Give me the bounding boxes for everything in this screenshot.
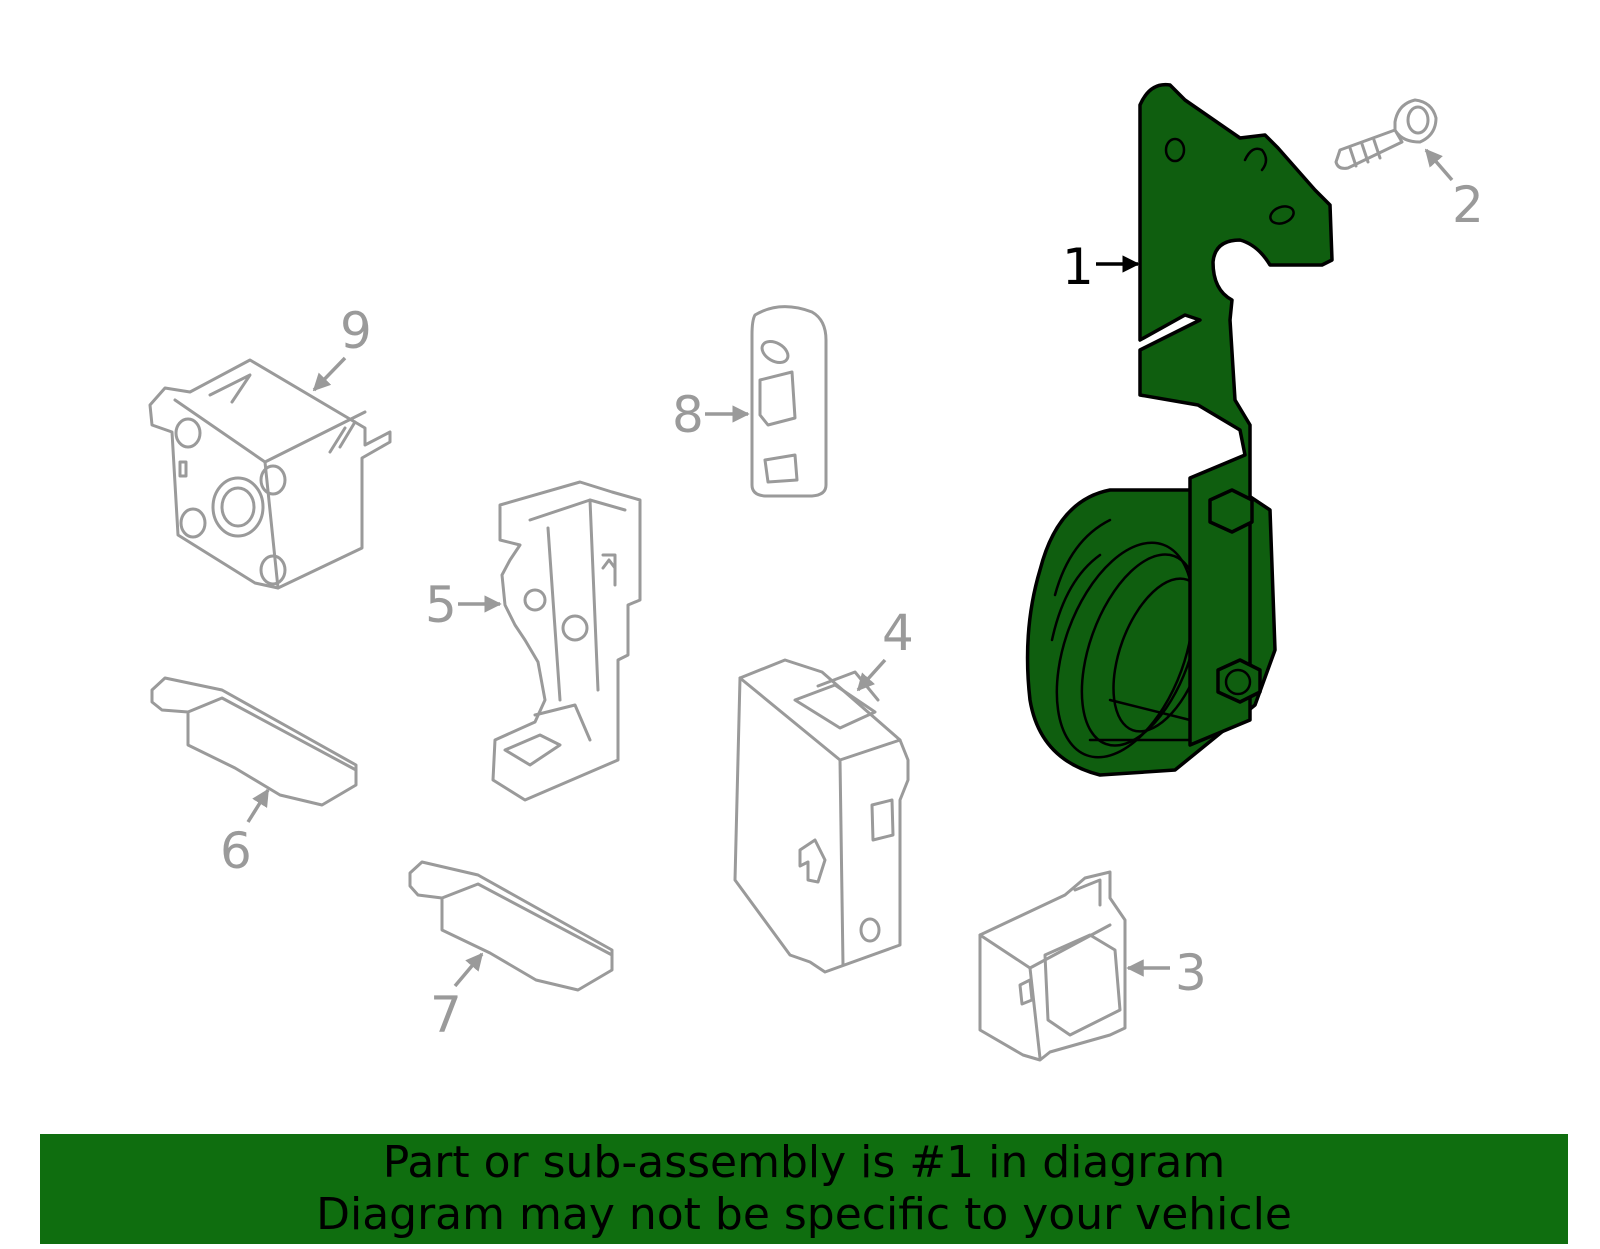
callout-8: 8: [672, 386, 750, 444]
banner-line-2: Diagram may not be specific to your vehi…: [316, 1189, 1292, 1240]
callout-9: 9: [312, 302, 372, 392]
callout-7: 7: [430, 952, 484, 1044]
svg-text:7: 7: [430, 986, 462, 1044]
svg-text:8: 8: [672, 386, 704, 444]
callout-4: 4: [856, 604, 914, 692]
svg-text:6: 6: [220, 822, 252, 880]
part-1-horn-assembly[interactable]: [1025, 82, 1334, 777]
callout-3: 3: [1126, 944, 1207, 1002]
part-8-key-fob[interactable]: [750, 305, 828, 498]
svg-text:9: 9: [340, 302, 372, 360]
svg-text:5: 5: [425, 576, 457, 634]
part-3-sensor-unit[interactable]: [978, 870, 1127, 1062]
banner-line-1: Part or sub-assembly is #1 in diagram: [382, 1137, 1226, 1188]
callout-5: 5: [425, 576, 502, 634]
part-5-bracket[interactable]: [491, 480, 642, 802]
part-9-actuator[interactable]: [148, 358, 392, 590]
svg-text:2: 2: [1452, 176, 1484, 234]
info-banner: Part or sub-assembly is #1 in diagram Di…: [40, 1134, 1568, 1244]
callout-6: 6: [220, 788, 270, 880]
svg-text:4: 4: [882, 604, 914, 662]
callout-2: 2: [1424, 148, 1484, 234]
svg-text:1: 1: [1062, 238, 1094, 296]
part-4-control-module[interactable]: [733, 658, 910, 974]
part-7-antenna[interactable]: [408, 860, 614, 992]
callout-1: 1: [1062, 238, 1140, 296]
part-2-bolt[interactable]: [1334, 98, 1438, 170]
svg-text:3: 3: [1175, 944, 1207, 1002]
part-6-antenna[interactable]: [150, 676, 358, 807]
